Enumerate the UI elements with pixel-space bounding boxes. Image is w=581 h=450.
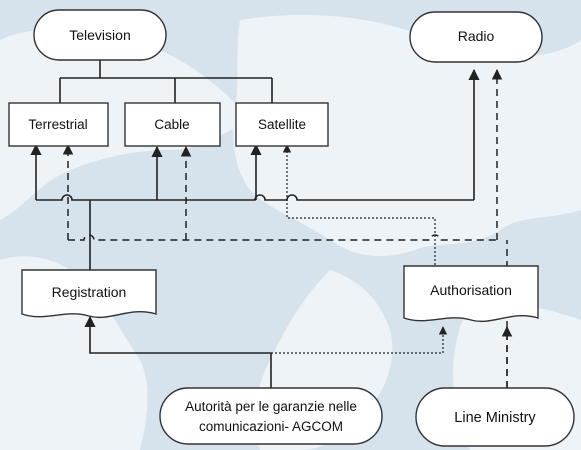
arrow-to-authorisation-dotted xyxy=(271,326,448,354)
node-line-ministry: Line Ministry xyxy=(415,387,575,447)
node-authorisation: Authorisation xyxy=(403,265,539,322)
node-terrestrial: Terrestrial xyxy=(8,102,109,147)
node-satellite: Satellite xyxy=(235,102,329,147)
node-registration: Registration xyxy=(21,269,157,318)
node-satellite-label: Satellite xyxy=(258,117,306,132)
node-radio-label: Radio xyxy=(458,28,495,44)
node-line-ministry-label: Line Ministry xyxy=(454,410,536,426)
node-registration-label: Registration xyxy=(52,284,127,300)
node-agcom-label-line1: Autorità per le garanzie nelle xyxy=(185,399,357,414)
connector-tv-bus xyxy=(59,60,273,103)
node-authorisation-label: Authorisation xyxy=(430,282,512,298)
node-radio: Radio xyxy=(409,11,543,63)
node-agcom: Autorità per le garanzie nelle comunicaz… xyxy=(159,387,383,445)
node-television-label: Television xyxy=(69,27,130,43)
node-television: Television xyxy=(33,9,167,61)
node-terrestrial-label: Terrestrial xyxy=(28,117,87,132)
arrow-to-registration xyxy=(84,315,271,354)
connector-authorisation-up xyxy=(282,144,436,265)
node-cable: Cable xyxy=(124,102,221,147)
node-agcom-label-line2: comunicazioni- AGCOM xyxy=(199,419,343,434)
node-cable-label: Cable xyxy=(154,117,189,132)
connector-dashed-bus xyxy=(68,234,497,241)
connector-registration-bus xyxy=(36,194,474,201)
